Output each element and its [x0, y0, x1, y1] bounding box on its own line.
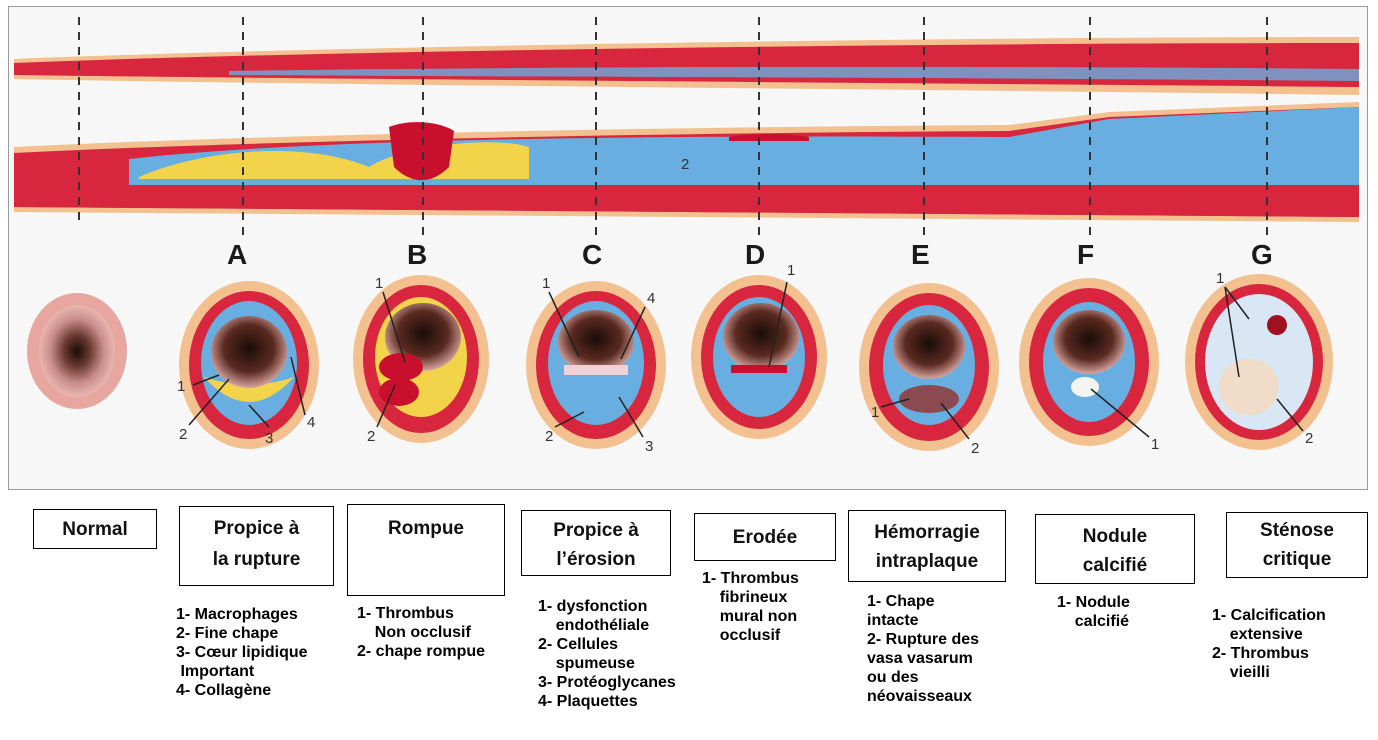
description-F: 1- Nodule calcifié	[1057, 593, 1130, 631]
box-erosion-prone-line1: Propice à	[522, 519, 670, 542]
box-calcified-nodule-line2: calcifié	[1036, 554, 1194, 577]
lesion-number-label: 2	[681, 156, 689, 173]
box-calcified-nodule-line1: Nodule	[1036, 525, 1194, 548]
letter-E: E	[911, 239, 930, 271]
box-normal: Normal	[33, 509, 157, 549]
label-G-2: 2	[1305, 430, 1313, 447]
box-hemorrhage-line1: Hémorragie	[849, 521, 1005, 544]
label-B-2: 2	[367, 428, 375, 445]
description-B: 1- Thrombus Non occlusif 2- chape rompue	[357, 604, 485, 661]
cross-section-normal	[27, 293, 127, 409]
label-D-1: 1	[787, 262, 795, 279]
box-ruptured: Rompue	[347, 504, 505, 596]
label-A-3: 3	[265, 430, 273, 447]
box-stenosis: Sténose critique	[1226, 512, 1368, 578]
box-eroded: Erodée	[694, 513, 836, 561]
box-eroded-label: Erodée	[695, 526, 835, 549]
label-C-3: 3	[645, 438, 653, 455]
box-hemorrhage: Hémorragie intraplaque	[848, 510, 1006, 582]
artery-illustration: 2	[9, 7, 1369, 491]
box-erosion-prone-line2: l’érosion	[522, 548, 670, 571]
atherosclerosis-figure: 2	[8, 6, 1368, 490]
box-rupture-prone-line2: la rupture	[180, 548, 333, 571]
cross-section-B	[353, 275, 489, 443]
label-C-2: 2	[545, 428, 553, 445]
box-normal-label: Normal	[34, 518, 156, 541]
cross-section-A	[179, 281, 319, 449]
description-A: 1- Macrophages 2- Fine chape 3- Cœur lip…	[176, 605, 308, 700]
label-C-1: 1	[542, 275, 550, 292]
description-E: 1- Chape intacte 2- Rupture des vasa vas…	[867, 592, 979, 706]
letter-G: G	[1251, 239, 1273, 271]
cross-section-G	[1185, 274, 1333, 450]
label-A-1: 1	[177, 378, 185, 395]
box-rupture-prone: Propice à la rupture	[179, 506, 334, 586]
box-rupture-prone-line1: Propice à	[180, 517, 333, 540]
label-F-1: 1	[1151, 436, 1159, 453]
box-stenosis-line2: critique	[1227, 548, 1367, 571]
label-A-2: 2	[179, 426, 187, 443]
letter-F: F	[1077, 239, 1094, 271]
letter-D: D	[745, 239, 765, 271]
box-calcified-nodule: Nodule calcifié	[1035, 514, 1195, 584]
label-B-1: 1	[375, 275, 383, 292]
description-C: 1- dysfonction endothéliale 2- Cellules …	[538, 597, 676, 711]
letter-A: A	[227, 239, 247, 271]
description-D: 1- Thrombus fibrineux mural non occlusif	[702, 569, 799, 645]
upper-artery	[14, 37, 1359, 95]
box-erosion-prone: Propice à l’érosion	[521, 510, 671, 576]
letter-C: C	[582, 239, 602, 271]
lower-artery: 2	[14, 102, 1359, 222]
description-G: 1- Calcification extensive 2- Thrombus v…	[1212, 606, 1326, 682]
cross-section-D	[691, 275, 827, 439]
box-stenosis-line1: Sténose	[1227, 519, 1367, 542]
label-A-4: 4	[307, 414, 315, 431]
letter-B: B	[407, 239, 427, 271]
box-ruptured-label: Rompue	[348, 517, 504, 540]
label-E-1: 1	[871, 404, 879, 421]
label-E-2: 2	[971, 440, 979, 457]
label-C-4: 4	[647, 290, 655, 307]
cross-section-C	[526, 281, 666, 449]
label-G-1: 1	[1216, 270, 1224, 287]
box-hemorrhage-line2: intraplaque	[849, 550, 1005, 573]
cross-section-E	[859, 283, 999, 451]
cross-section-F	[1019, 278, 1159, 446]
